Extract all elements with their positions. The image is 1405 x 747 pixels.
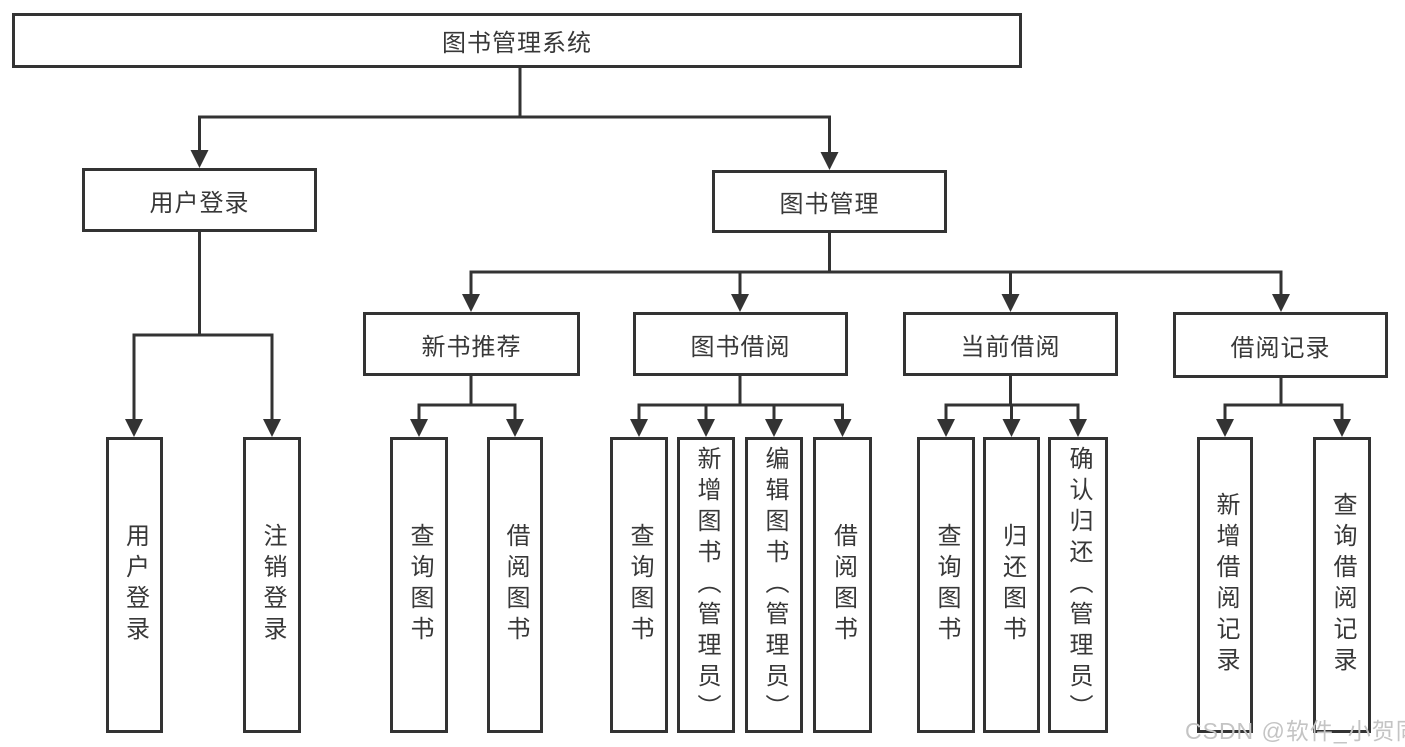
leaf-user-login: 用户登录: [106, 437, 163, 733]
leaf-borrow-books-2: 借阅图书: [813, 437, 872, 733]
node-label: 当前借阅: [960, 333, 1061, 361]
node-book-management-module: 图书管理: [712, 170, 947, 233]
leaf-label: 新增图书（管理员）: [693, 445, 720, 725]
leaf-label: 借阅图书: [502, 523, 529, 647]
node-root-library-system: 图书管理系统: [12, 13, 1022, 68]
node-new-book-recommendation: 新书推荐: [363, 312, 580, 376]
leaf-label: 归还图书: [998, 523, 1026, 647]
leaf-query-books-2: 查询图书: [610, 437, 668, 733]
node-label: 用户登录: [149, 189, 250, 217]
leaf-label: 新增借阅记录: [1212, 492, 1239, 678]
node-book-borrowing: 图书借阅: [633, 312, 848, 376]
arrowheads: [125, 150, 1351, 437]
node-borrowing-records: 借阅记录: [1173, 312, 1388, 378]
leaf-label: 用户登录: [121, 523, 149, 647]
leaf-label: 查询图书: [406, 523, 433, 647]
node-label: 图书借阅: [690, 333, 791, 361]
leaf-borrow-books-1: 借阅图书: [487, 437, 543, 733]
leaf-query-borrow-record: 查询借阅记录: [1313, 437, 1371, 733]
leaf-return-book: 归还图书: [983, 437, 1040, 733]
node-label: 新书推荐: [421, 333, 522, 361]
node-user-login-module: 用户登录: [82, 168, 317, 232]
leaf-query-books-3: 查询图书: [917, 437, 975, 733]
leaf-label: 查询图书: [933, 523, 960, 647]
leaf-label: 查询借阅记录: [1329, 492, 1356, 678]
leaf-label: 注销登录: [259, 523, 286, 647]
node-label: 借阅记录: [1230, 334, 1331, 362]
leaf-add-book-admin: 新增图书（管理员）: [677, 437, 735, 733]
node-current-borrowing: 当前借阅: [903, 312, 1118, 376]
leaf-confirm-return-admin: 确认归还（管理员）: [1048, 437, 1108, 733]
node-label: 图书管理: [779, 191, 880, 218]
node-label: 图书管理系统: [442, 30, 592, 57]
leaf-logout: 注销登录: [243, 437, 301, 733]
leaf-edit-book-admin: 编辑图书（管理员）: [745, 437, 803, 733]
leaf-label: 借阅图书: [829, 523, 857, 647]
leaf-label: 确认归还（管理员）: [1065, 445, 1092, 725]
leaf-add-borrow-record: 新增借阅记录: [1197, 437, 1253, 733]
leaf-label: 查询图书: [626, 523, 653, 647]
csdn-watermark: CSDN @软件_小贺同学: [1185, 718, 1405, 744]
leaf-label: 编辑图书（管理员）: [761, 445, 788, 725]
leaf-query-books-1: 查询图书: [390, 437, 448, 733]
